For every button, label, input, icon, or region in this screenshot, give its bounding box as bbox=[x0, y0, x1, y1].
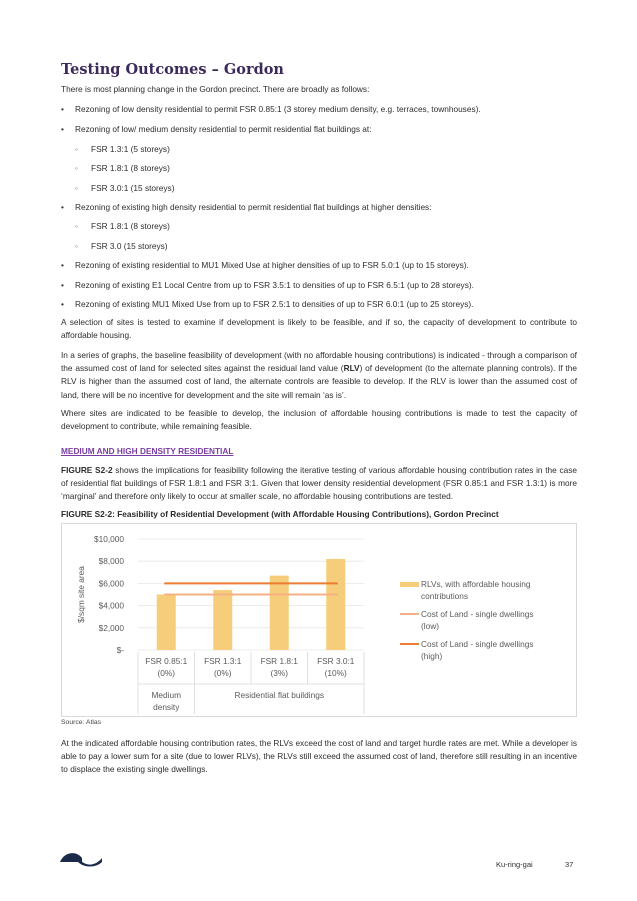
list-item-text: Rezoning of existing E1 Local Centre fro… bbox=[75, 280, 474, 290]
bar bbox=[156, 594, 176, 650]
figure-source: Source: Atlas bbox=[61, 719, 102, 726]
bullet-marker: • bbox=[61, 202, 64, 212]
page-number: 37 bbox=[565, 860, 574, 869]
group-label: Medium bbox=[151, 690, 181, 700]
y-tick-label: $6,000 bbox=[99, 578, 125, 588]
bullet-marker: • bbox=[61, 299, 64, 309]
category-label: (3%) bbox=[270, 668, 288, 678]
paragraph-graphs: In a series of graphs, the baseline feas… bbox=[61, 349, 577, 402]
paragraph-feasible: Where sites are indicated to be feasible… bbox=[61, 408, 577, 432]
y-tick-label: $2,000 bbox=[99, 623, 125, 633]
legend-label: contributions bbox=[421, 591, 468, 601]
legend-label: Cost of Land - single dwellings bbox=[421, 609, 534, 619]
bullet-marker: • bbox=[61, 124, 64, 134]
legend-label: Cost of Land - single dwellings bbox=[421, 639, 534, 649]
category-label: (0%) bbox=[157, 668, 175, 678]
bullet-marker: ◦ bbox=[75, 144, 78, 154]
paragraph-conclusion: At the indicated affordable housing cont… bbox=[61, 738, 577, 775]
brand-logo bbox=[60, 853, 102, 867]
list-item-text: FSR 3.0:1 (15 storeys) bbox=[91, 183, 175, 193]
category-label: FSR 0.85:1 bbox=[145, 656, 187, 666]
paragraph-selection: A selection of sites is tested to examin… bbox=[61, 317, 577, 341]
bullet-marker: ◦ bbox=[75, 163, 78, 173]
category-label: FSR 3.0:1 bbox=[317, 656, 355, 666]
rlv-term: RLV bbox=[343, 363, 360, 374]
paragraph-figure-intro-text: shows the implications for feasibility f… bbox=[61, 465, 577, 502]
list-item-text: Rezoning of low/ medium density resident… bbox=[75, 124, 372, 134]
intro-text: There is most planning change in the Gor… bbox=[61, 84, 370, 94]
legend-swatch bbox=[400, 582, 419, 587]
category-label: FSR 1.8:1 bbox=[261, 656, 299, 666]
list-item-text: Rezoning of existing residential to MU1 … bbox=[75, 260, 469, 270]
list-item-text: Rezoning of existing MU1 Mixed Use from … bbox=[75, 299, 474, 309]
chart-frame: $- $2,000 $4,000 $6,000 $8,000 $10,000 $/sqm s… bbox=[61, 523, 577, 717]
y-tick-label: $- bbox=[117, 645, 125, 655]
figure-title: FIGURE S2-2: Feasibility of Residential … bbox=[61, 509, 499, 519]
paragraph-graphs-part1: In a series of graphs, the baseline feas… bbox=[61, 350, 577, 374]
figure-reference: FIGURE S2-2 bbox=[61, 465, 113, 475]
category-label: (0%) bbox=[214, 668, 232, 678]
y-tick-label: $8,000 bbox=[99, 556, 125, 566]
category-label: FSR 1.3:1 bbox=[204, 656, 242, 666]
feasibility-chart: $- $2,000 $4,000 $6,000 $8,000 $10,000 $/sqm s… bbox=[76, 534, 534, 714]
section-heading: MEDIUM AND HIGH DENSITY RESIDENTIAL bbox=[61, 446, 234, 456]
y-tick-label: $10,000 bbox=[94, 534, 124, 544]
list-item-text: FSR 3.0 (15 storeys) bbox=[91, 241, 168, 251]
legend-label: RLVs, with affordable housing bbox=[421, 579, 531, 589]
bar bbox=[213, 590, 233, 650]
list-item-text: FSR 1.8:1 (8 storeys) bbox=[91, 221, 170, 231]
bar bbox=[269, 575, 289, 650]
group-label: Residential flat buildings bbox=[235, 690, 324, 700]
list-item-text: FSR 1.8:1 (8 storeys) bbox=[91, 163, 170, 173]
paragraph-figure-intro: FIGURE S2-2 shows the implications for f… bbox=[61, 464, 577, 504]
bullet-marker: ◦ bbox=[75, 183, 78, 193]
footer-org: Ku-ring-gai bbox=[496, 860, 533, 869]
bullet-marker: • bbox=[61, 104, 64, 114]
bullet-marker: • bbox=[61, 280, 64, 290]
list-item-text: Rezoning of existing high density reside… bbox=[75, 202, 432, 212]
paragraph-graphs-part2: ) of development (to the alternate plann… bbox=[61, 363, 578, 400]
bar bbox=[326, 558, 346, 650]
y-axis-title: $/sqm site area bbox=[76, 566, 86, 623]
bullet-marker: ◦ bbox=[75, 241, 78, 251]
legend-label: (low) bbox=[421, 621, 439, 631]
group-label: density bbox=[153, 702, 180, 712]
bullet-marker: ◦ bbox=[75, 221, 78, 231]
bullet-marker: • bbox=[61, 260, 64, 270]
legend-label: (high) bbox=[421, 651, 442, 661]
category-label: (10%) bbox=[325, 668, 347, 678]
list-item-text: FSR 1.3:1 (5 storeys) bbox=[91, 144, 170, 154]
y-tick-label: $4,000 bbox=[99, 601, 125, 611]
page-title: Testing Outcomes – Gordon bbox=[61, 61, 284, 78]
list-item-text: Rezoning of low density residential to p… bbox=[75, 104, 481, 114]
